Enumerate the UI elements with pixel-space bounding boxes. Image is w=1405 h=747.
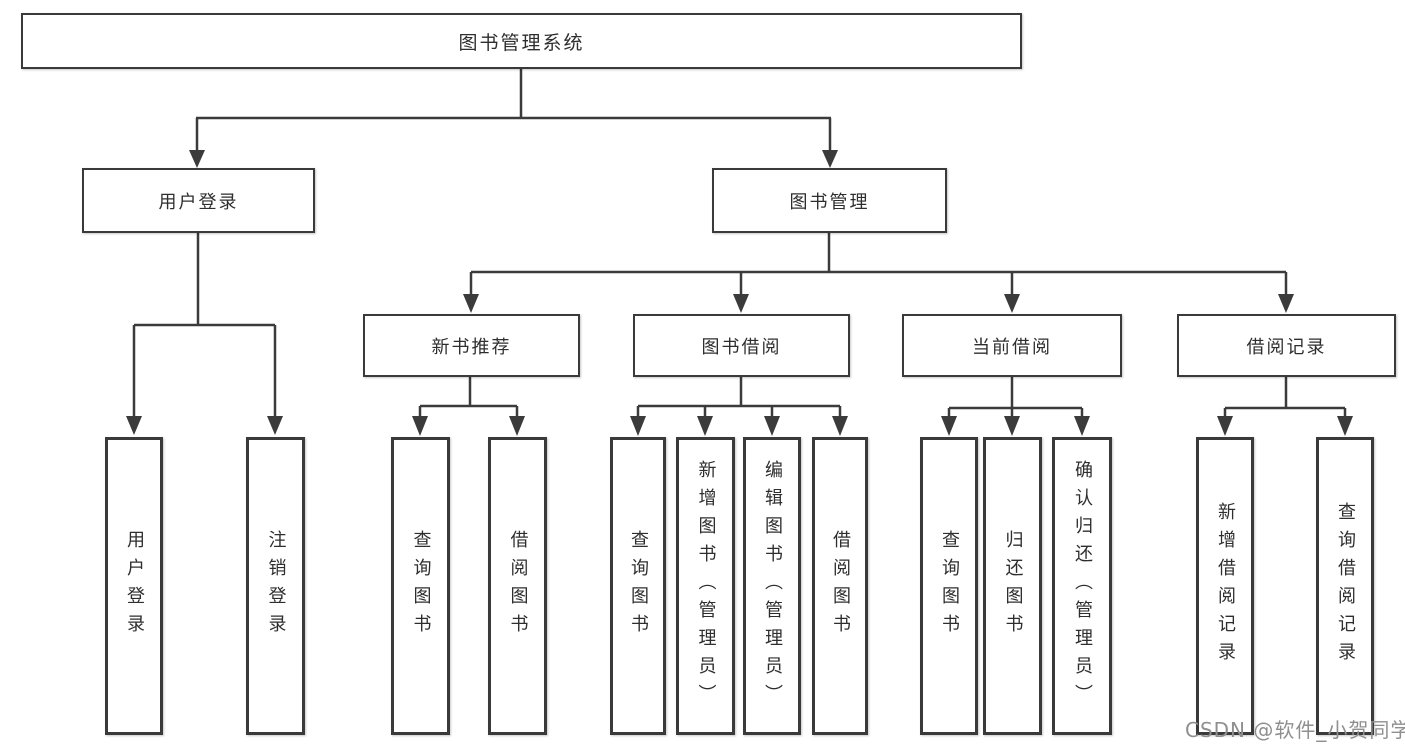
leaf-borrow-add-book-admin: 新增图书（管理员）	[676, 437, 735, 735]
connector-login-to-leaves	[126, 233, 283, 435]
csdn-watermark: CSDN @软件_小贺同学	[1185, 718, 1405, 742]
connector-current-to-leaves	[941, 377, 1090, 436]
leaf-borrow-borrow-books: 借阅图书	[812, 437, 868, 735]
leaf-borrow-query-books: 查询图书	[610, 437, 666, 735]
connector-records-to-leaves	[1217, 377, 1353, 436]
leaf-logout: 注销登录	[246, 437, 305, 735]
leaf-newbooks-borrow-books: 借阅图书	[488, 437, 547, 735]
leaf-borrow-edit-book-admin: 编辑图书（管理员）	[743, 437, 801, 735]
node-book-borrow: 图书借阅	[633, 314, 850, 377]
node-borrow-records: 借阅记录	[1177, 314, 1396, 377]
node-book-management: 图书管理	[712, 168, 947, 233]
leaf-user-login: 用户登录	[105, 437, 163, 735]
connector-bookmgmt-to-level3	[463, 233, 1294, 313]
connector-root-to-level2	[189, 69, 838, 168]
node-current-borrow: 当前借阅	[902, 314, 1122, 377]
leaf-current-confirm-return-admin: 确认归还（管理员）	[1052, 437, 1112, 735]
connector-newbooks-to-leaves	[412, 377, 525, 436]
leaf-newbooks-query-books: 查询图书	[391, 437, 450, 735]
node-new-book-recommend: 新书推荐	[363, 314, 580, 377]
leaf-records-query-record: 查询借阅记录	[1316, 437, 1374, 735]
leaf-records-add-record: 新增借阅记录	[1196, 437, 1254, 735]
node-library-management-system: 图书管理系统	[21, 13, 1022, 69]
leaf-current-query-books: 查询图书	[920, 437, 978, 735]
connector-borrow-to-leaves	[630, 377, 848, 436]
leaf-current-return-books: 归还图书	[983, 437, 1042, 735]
node-user-login: 用户登录	[82, 168, 315, 233]
